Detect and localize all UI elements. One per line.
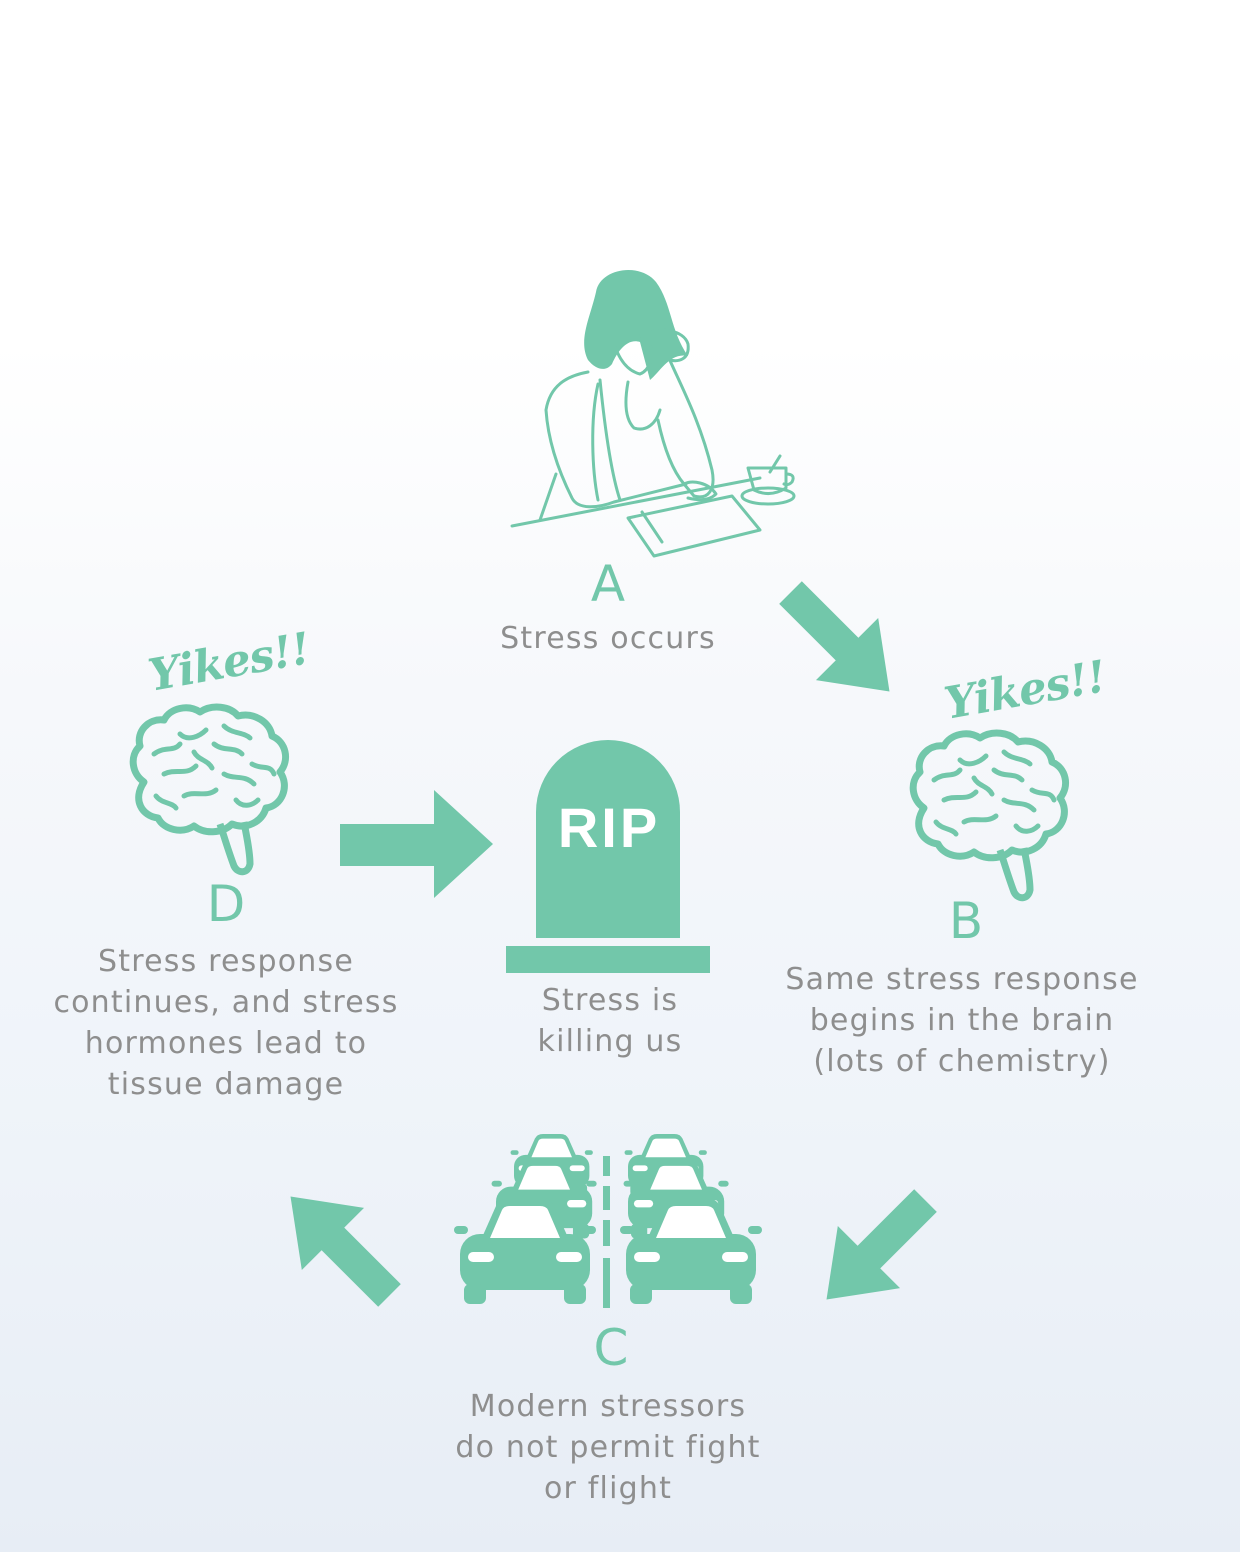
arrow-icon-c-to-d: [290, 1196, 401, 1307]
tombstone-icon: RIP: [506, 740, 710, 973]
node-text-a: Stress occurs: [500, 621, 716, 656]
arrow-icon-b-to-c: [826, 1189, 937, 1300]
road-divider: [603, 1156, 610, 1308]
node-letter-d: D: [206, 875, 246, 933]
arrow-icon-d-to-center: [340, 790, 493, 898]
brain-icon-b: [913, 733, 1065, 898]
tombstone-rip-text: RIP: [558, 796, 660, 859]
node-text-d: Stress response continues, and stress ho…: [53, 944, 399, 1102]
center-text: Stress is killing us: [537, 983, 683, 1059]
node-text-b: Same stress response begins in the brain…: [785, 962, 1139, 1079]
node-letter-a: A: [590, 555, 626, 613]
node-letter-c: C: [593, 1319, 629, 1377]
stressed-woman-icon: [510, 269, 796, 558]
brain-icon-d: [133, 707, 285, 872]
traffic-jam-icon: [454, 1134, 762, 1308]
arrow-icon-a-to-b: [779, 581, 890, 692]
node-letter-b: B: [948, 892, 984, 950]
node-text-c: Modern stressors do not permit fight or …: [455, 1389, 761, 1506]
